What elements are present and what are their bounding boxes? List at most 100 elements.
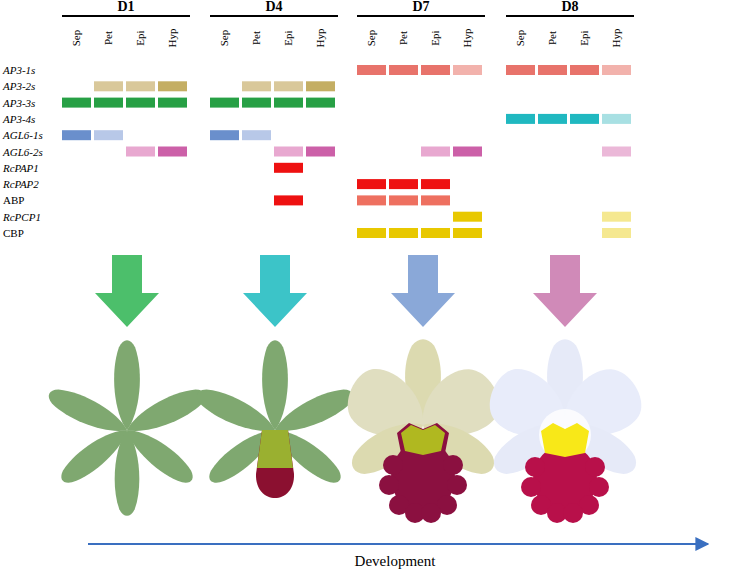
- gene-label: RcPCP1: [3, 211, 41, 222]
- gene-label: RcPAP2: [3, 179, 39, 190]
- expression-bar: [389, 65, 418, 75]
- expression-bar: [94, 98, 123, 108]
- expression-bar: [210, 130, 239, 140]
- expression-bar: [274, 195, 303, 205]
- expression-bar: [453, 147, 482, 157]
- expression-bar: [357, 195, 386, 205]
- flower-d8: [479, 339, 650, 523]
- expression-bar: [242, 98, 271, 108]
- flower-d4: [192, 340, 358, 498]
- gene-label: AGL6-2s: [3, 146, 43, 157]
- organ-label: Pet: [251, 31, 262, 45]
- gene-label: ABP: [3, 195, 24, 206]
- expression-bar: [421, 228, 450, 238]
- expression-bar: [357, 65, 386, 75]
- stage-rule: [357, 15, 485, 17]
- expression-bar: [389, 179, 418, 189]
- expression-bar: [62, 130, 91, 140]
- expression-bar: [357, 179, 386, 189]
- organ-label: Sep: [219, 30, 230, 47]
- stage-arrows: [95, 255, 597, 327]
- expression-bar: [274, 163, 303, 173]
- organ-label: Epi: [283, 30, 294, 45]
- expression-bar: [357, 228, 386, 238]
- gene-label: AP3-2s: [3, 81, 35, 92]
- organ-label: Hyp: [167, 29, 178, 48]
- expression-bar: [602, 114, 631, 124]
- stage-heading: D4: [265, 0, 282, 14]
- expression-bar: [126, 98, 155, 108]
- gene-label: AGL6-1s: [3, 130, 43, 141]
- gene-label: CBP: [3, 228, 24, 239]
- expression-bar: [306, 147, 335, 157]
- expression-bar: [570, 114, 599, 124]
- axis-label: Development: [355, 554, 436, 569]
- expression-grid: [62, 16, 634, 238]
- expression-bar: [274, 98, 303, 108]
- expression-bar: [210, 98, 239, 108]
- organ-label: Epi: [135, 30, 146, 45]
- expression-bar: [602, 212, 631, 222]
- expression-bar: [421, 65, 450, 75]
- gene-label: AP3-1s: [3, 65, 35, 76]
- expression-bar: [389, 228, 418, 238]
- expression-bar: [274, 147, 303, 157]
- organ-label: Sep: [366, 30, 377, 47]
- organ-label: Epi: [579, 30, 590, 45]
- development-arrow: [88, 543, 708, 545]
- expression-bar: [126, 147, 155, 157]
- stage-arrow: [533, 255, 597, 327]
- stage-heading: D8: [561, 0, 578, 14]
- stage-arrow: [391, 255, 455, 327]
- expression-bar: [62, 98, 91, 108]
- flower-d7: [337, 339, 508, 523]
- expression-bar: [506, 65, 535, 75]
- stage-heading: D7: [412, 0, 429, 14]
- stage-rule: [506, 15, 634, 17]
- expression-bar: [453, 212, 482, 222]
- organ-label: Hyp: [611, 29, 622, 48]
- expression-bar: [158, 147, 187, 157]
- gene-label: AP3-3s: [3, 97, 35, 108]
- organ-label: Sep: [515, 30, 526, 47]
- expression-bar: [274, 81, 303, 91]
- expression-bar: [389, 195, 418, 205]
- expression-bar: [126, 81, 155, 91]
- expression-bar: [602, 147, 631, 157]
- organ-label: Pet: [547, 31, 558, 45]
- expression-bar: [538, 65, 567, 75]
- gene-label: RcPAP1: [3, 162, 39, 173]
- stage-rule: [210, 15, 338, 17]
- organ-label: Hyp: [462, 29, 473, 48]
- expression-bar: [158, 81, 187, 91]
- stage-heading: D1: [117, 0, 134, 14]
- expression-bar: [538, 114, 567, 124]
- expression-bar: [570, 65, 599, 75]
- expression-bar: [158, 98, 187, 108]
- organ-label: Epi: [430, 30, 441, 45]
- stage-arrow: [243, 255, 307, 327]
- organ-label: Hyp: [315, 29, 326, 48]
- stage-rule: [62, 15, 190, 17]
- expression-bar: [306, 98, 335, 108]
- expression-bar: [94, 81, 123, 91]
- expression-bar: [242, 130, 271, 140]
- expression-bar: [242, 81, 271, 91]
- stage-arrow: [95, 255, 159, 327]
- organ-label: Sep: [71, 30, 82, 47]
- flower-d1: [44, 340, 210, 516]
- expression-bar: [506, 114, 535, 124]
- expression-bar: [602, 65, 631, 75]
- expression-bar: [453, 228, 482, 238]
- expression-bar: [421, 195, 450, 205]
- organ-label: Pet: [398, 31, 409, 45]
- expression-bar: [306, 81, 335, 91]
- organ-label: Pet: [103, 31, 114, 45]
- expression-bar: [602, 228, 631, 238]
- expression-bar: [453, 65, 482, 75]
- expression-bar: [421, 147, 450, 157]
- expression-bar: [421, 179, 450, 189]
- expression-bar: [94, 130, 123, 140]
